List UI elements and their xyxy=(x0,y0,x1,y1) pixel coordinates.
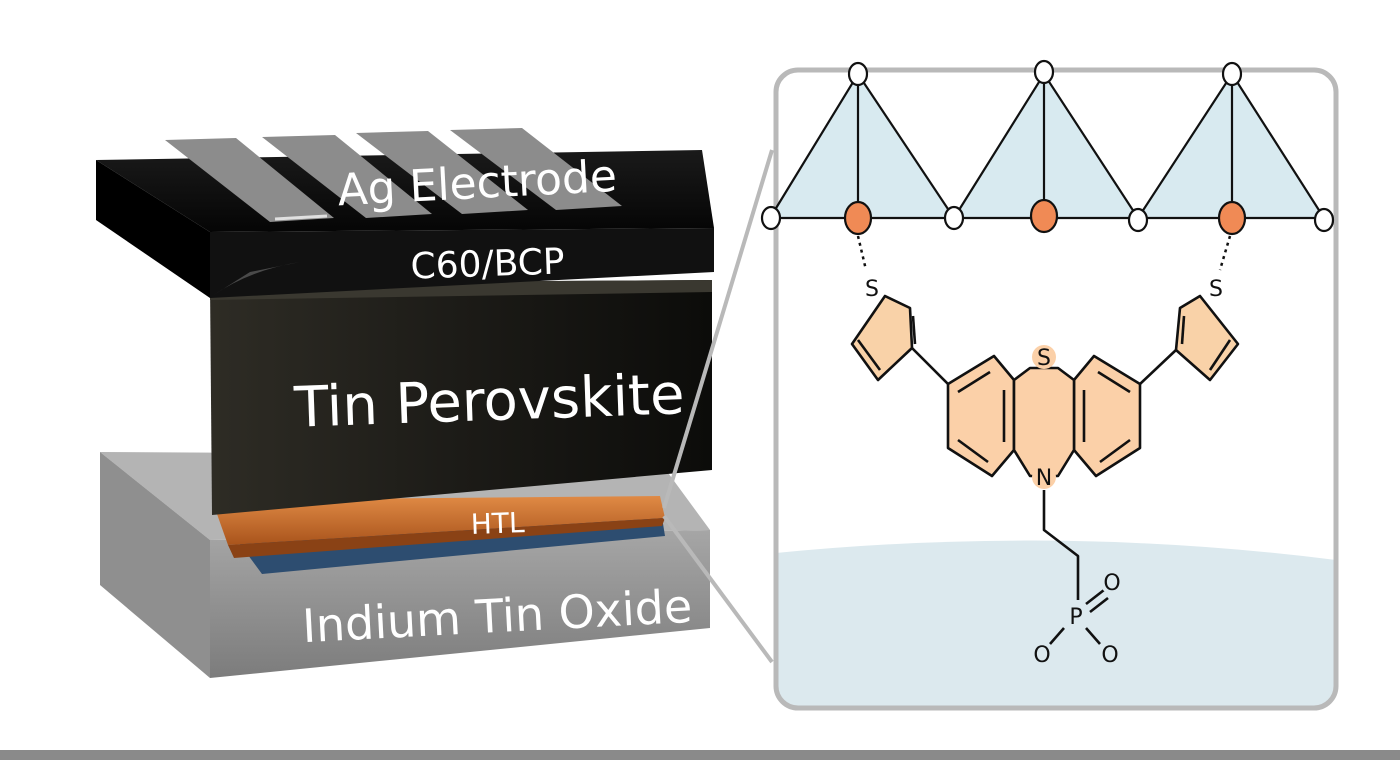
atom-s-left: S xyxy=(865,277,879,302)
c60-bcp-label: C60/BCP xyxy=(410,241,565,287)
atom-n: N xyxy=(1036,466,1052,491)
htl-molecule xyxy=(850,294,1240,645)
zoom-panel: S S S N P O O O xyxy=(760,59,1339,711)
left-thiophene xyxy=(850,294,914,382)
device-stack xyxy=(96,128,714,678)
right-thiophene xyxy=(1174,294,1240,382)
halide-atoms xyxy=(760,59,1335,233)
atom-label-backings xyxy=(860,276,1228,666)
atom-o-right: O xyxy=(1101,643,1118,668)
htl-label: HTL xyxy=(470,506,525,541)
substrate-region xyxy=(776,540,1336,708)
atom-o-double: O xyxy=(1103,571,1120,596)
perovskite-octahedra xyxy=(760,59,1335,236)
atom-s-right: S xyxy=(1209,277,1223,302)
device-labels: Ag Electrode C60/BCP Tin Perovskite HTL … xyxy=(292,151,693,653)
bottom-rule xyxy=(0,750,1400,760)
coordination-bonds xyxy=(856,235,1232,271)
atom-labels: S S S N P O O O xyxy=(865,277,1223,668)
zoom-connector xyxy=(662,149,774,664)
atom-p: P xyxy=(1069,605,1082,630)
ag-electrodes xyxy=(165,128,622,222)
tin-sites xyxy=(843,198,1247,236)
alkyl-chain xyxy=(1042,490,1080,600)
atom-s-center: S xyxy=(1037,346,1051,371)
atom-o-left: O xyxy=(1033,643,1050,668)
central-ring xyxy=(1012,366,1076,478)
htl-layer xyxy=(212,496,665,558)
tin-perovskite-label: Tin Perovskite xyxy=(292,362,685,441)
zoom-frame xyxy=(773,67,1339,711)
